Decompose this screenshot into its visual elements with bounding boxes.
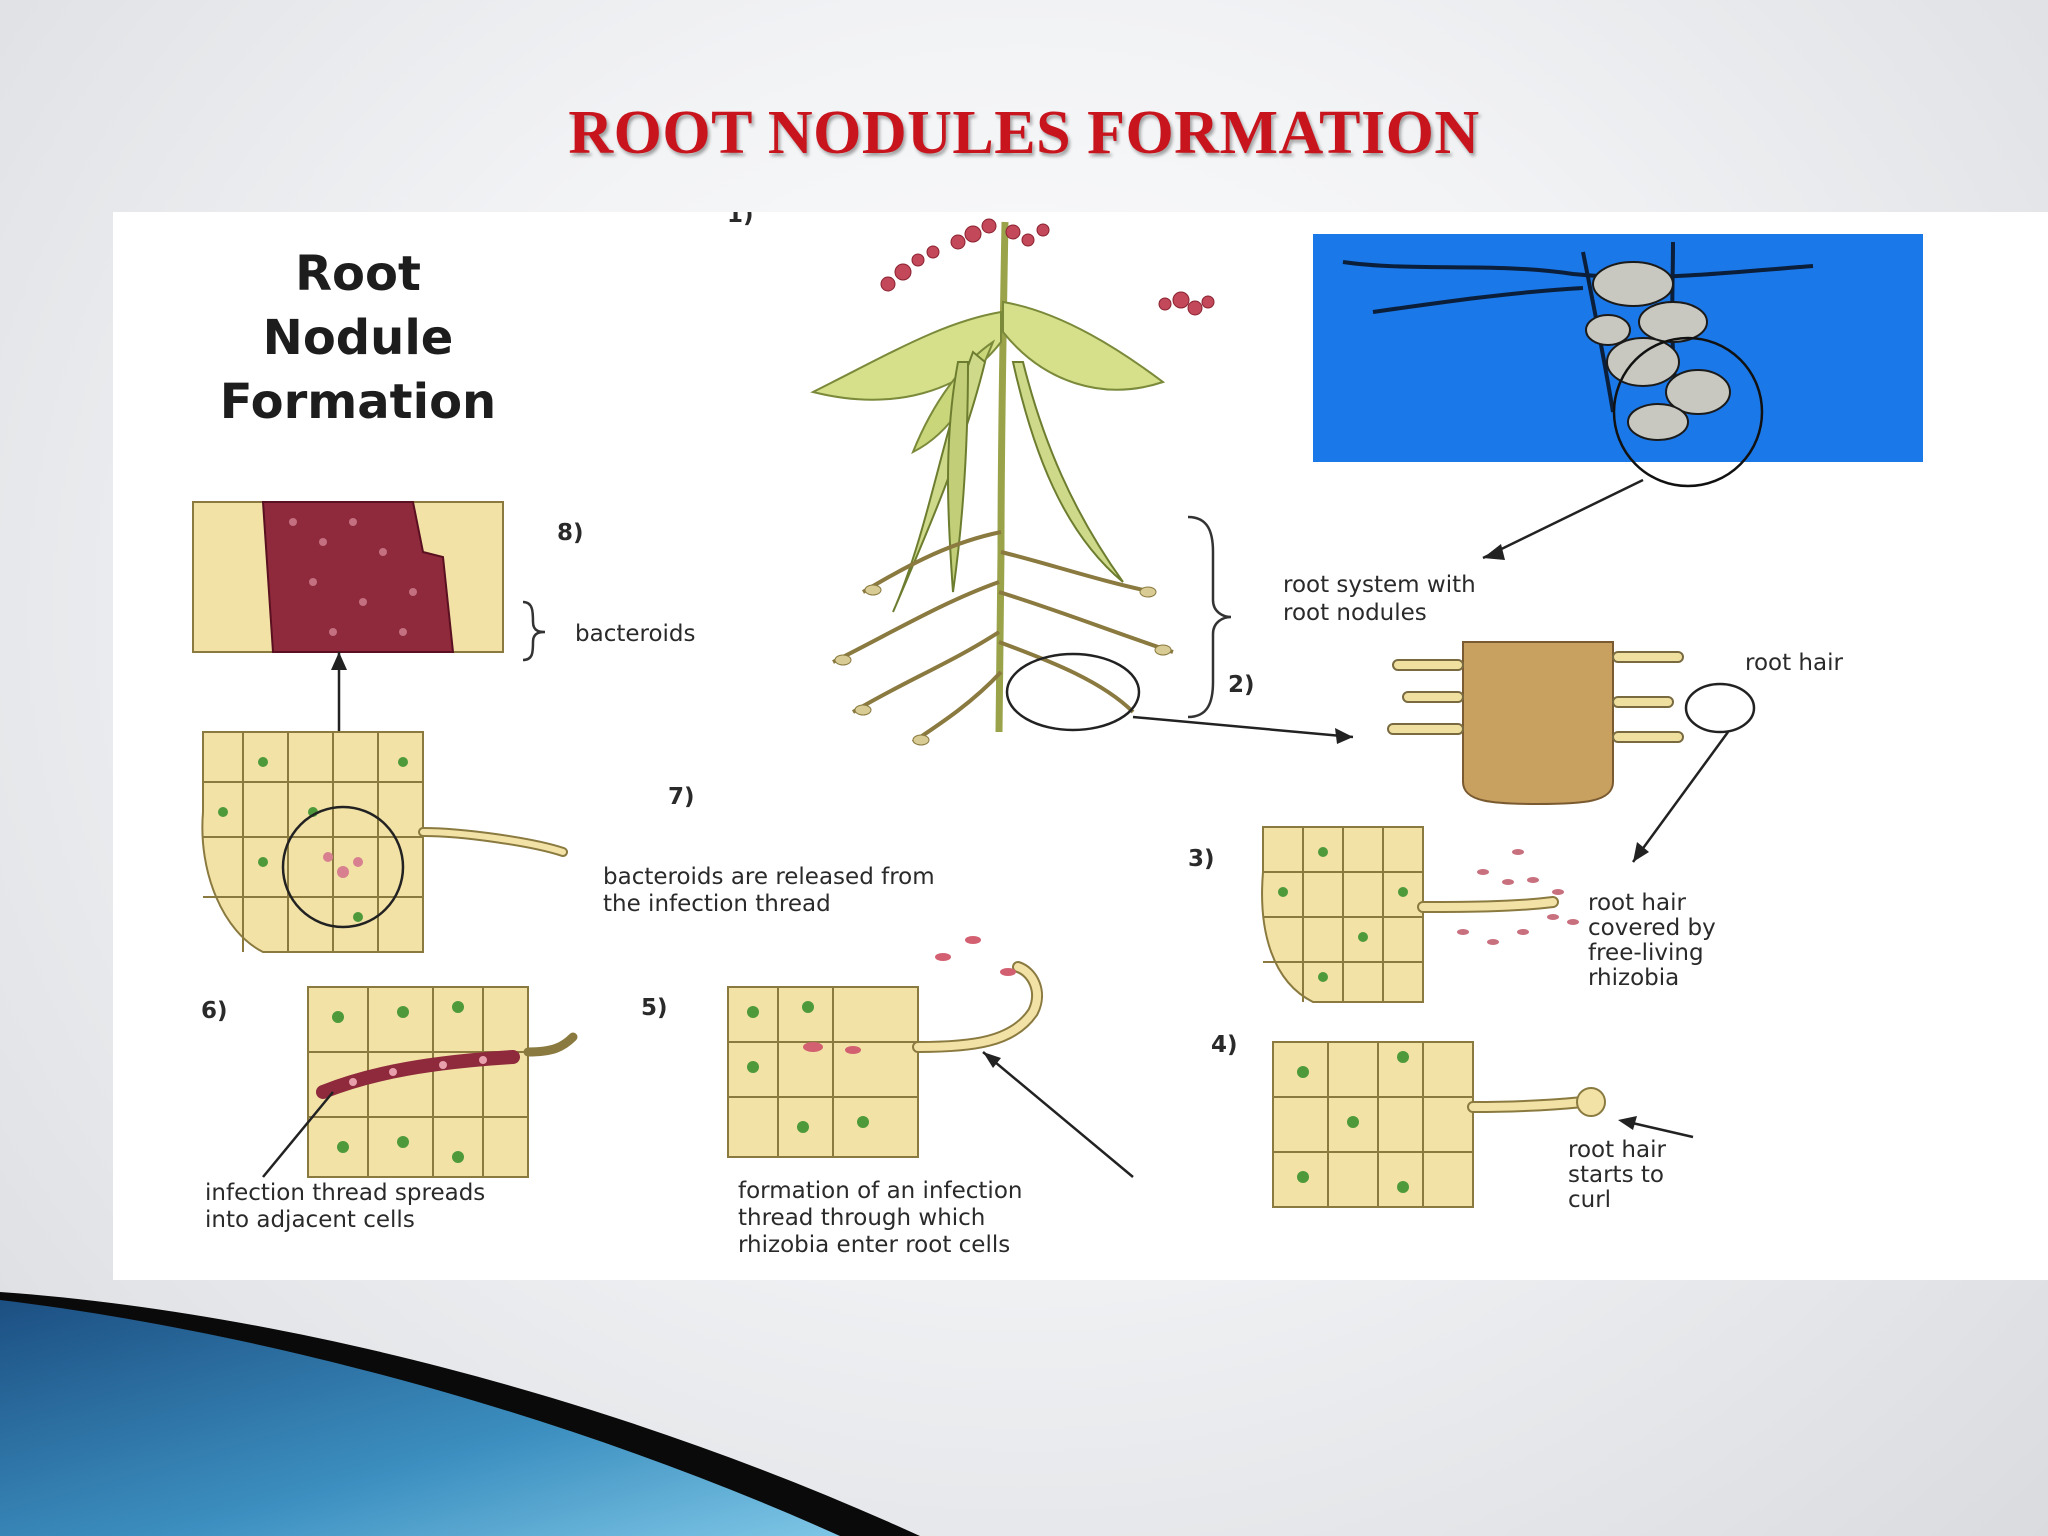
step-8-label: 8) [557,520,584,546]
step-4-label: 4) [1211,1032,1238,1058]
slide-title: ROOT NODULES FORMATION [568,99,1480,167]
cells-step-7-illustration [201,731,568,953]
label-released-2: the infection thread [603,891,831,917]
step-5-label: 5) [641,995,668,1021]
nodule-photo [1313,234,1923,560]
label-curl-2: starts to [1568,1162,1664,1188]
step-2-label: 2) [1228,672,1255,698]
cells-step-3-illustration [1261,826,1579,1003]
plant-illustration [810,218,1354,746]
label-root-system-2: root nodules [1283,600,1427,626]
label-released-1: bacteroids are released from [603,864,935,890]
heading-line-1: Root [295,246,421,302]
label-root-system-1: root system with [1283,572,1476,598]
cells-step-6-illustration [262,986,578,1178]
heading-line-2: Nodule [263,310,454,366]
root-hair-illustration [1387,641,1756,863]
label-formation-3: rhizobia enter root cells [738,1232,1010,1258]
label-covered-3: free-living [1588,940,1704,966]
diagram-heading: Root Nodule Formation [220,246,496,430]
step-7-label: 7) [668,784,695,810]
diagram-panel: Root Nodule Formation 1) [113,212,2048,1280]
label-root-hair: root hair [1745,650,1843,676]
cells-step-5-illustration [727,936,1134,1178]
label-curl-3: curl [1568,1187,1611,1213]
step-1-label: 1) [727,212,754,228]
label-formation-2: thread through which [738,1205,985,1231]
label-covered-4: rhizobia [1588,965,1679,991]
label-formation-1: formation of an infection [738,1178,1022,1204]
step-6-label: 6) [201,998,228,1024]
label-covered-1: root hair [1588,890,1686,916]
heading-line-3: Formation [220,374,496,430]
step-3-label: 3) [1188,846,1215,872]
label-curl-1: root hair [1568,1137,1666,1163]
label-spreads-2: into adjacent cells [205,1207,415,1233]
cells-step-4-illustration [1272,1041,1694,1208]
label-spreads-1: infection thread spreads [205,1180,485,1206]
bacteroids-illustration [192,501,546,822]
label-bacteroids: bacteroids [575,621,696,647]
label-covered-2: covered by [1588,915,1716,941]
